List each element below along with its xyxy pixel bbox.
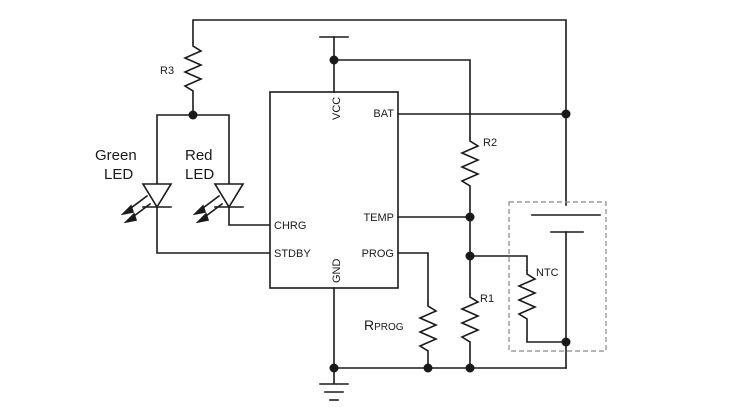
chrg-wire (228, 206, 271, 226)
rprog-resistor (418, 302, 438, 368)
r2-label: R2 (483, 137, 497, 149)
pin-bat: BAT (373, 108, 394, 120)
r1-label: R1 (480, 293, 494, 305)
pin-chrg: CHRG (274, 220, 306, 232)
gnd-junction-r1 (465, 363, 475, 373)
stdby-wire (156, 206, 271, 254)
rprog-label: RPROG (364, 317, 404, 333)
ntc-label: NTC (536, 267, 559, 279)
pin-vcc: VCC (331, 97, 343, 120)
green-led-label-line1: Green (95, 147, 137, 164)
pin-temp: TEMP (363, 212, 394, 224)
r3-resistor (183, 42, 203, 115)
ntc-top-junction (465, 251, 475, 261)
vcc-to-r2-wire (333, 59, 471, 138)
ntc-thermistor (517, 270, 566, 343)
pin-prog: PROG (362, 248, 394, 260)
ground-symbol (319, 383, 349, 401)
prog-wire (397, 252, 429, 303)
led-anode-rail (156, 114, 230, 185)
green-led-label-line2: LED (104, 166, 133, 183)
battery-negative-junction (561, 337, 571, 347)
gnd-junction-rprog (423, 363, 433, 373)
red-led (192, 183, 245, 224)
r3-label: R3 (160, 65, 174, 77)
battery-pack-outline (508, 201, 607, 352)
pin-stdby: STDBY (274, 248, 311, 260)
r1-resistor (460, 293, 480, 368)
red-led-label-line2: LED (185, 166, 214, 183)
red-led-label-line1: Red (185, 147, 213, 164)
pin-gnd: GND (331, 259, 343, 284)
bat-junction (561, 109, 571, 119)
green-led (120, 183, 173, 224)
gnd-junction-ic (329, 363, 339, 373)
ground-rail (333, 287, 567, 384)
temp-node-wire (469, 216, 528, 294)
r2-resistor (460, 137, 480, 217)
